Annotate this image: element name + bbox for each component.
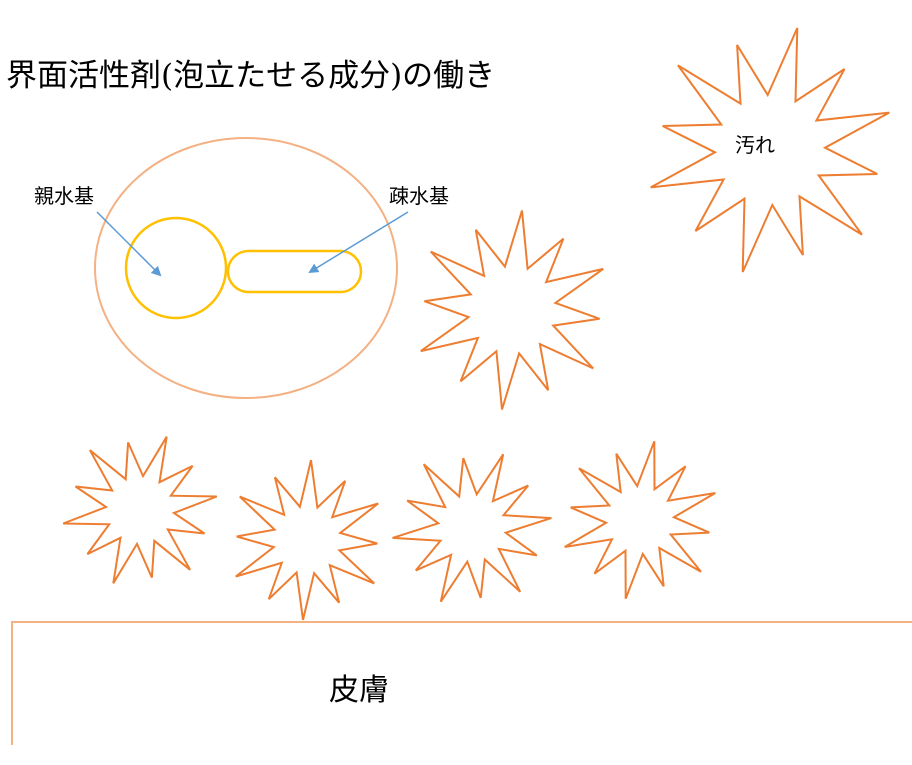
- hydrophilic-label: 親水基: [34, 184, 94, 208]
- hydrophilic-arrow: [96, 211, 162, 277]
- dirt-particles: [62, 27, 890, 621]
- skin-label: 皮膚: [329, 673, 389, 708]
- dirt-starburst: [564, 440, 716, 600]
- surfactant-molecule: [94, 137, 398, 399]
- dirt-starburst: [392, 453, 552, 603]
- dirt-starburst: [62, 436, 218, 584]
- hydrophobic-arrow: [308, 211, 409, 274]
- skin-surface-line: [11, 621, 912, 745]
- dirt-starburst: [235, 459, 379, 621]
- diagram-title: 界面活性剤(泡立たせる成分)の働き: [6, 58, 495, 94]
- hydrophobic-tail: [226, 249, 363, 294]
- dirt-label: 汚れ: [735, 133, 775, 157]
- hydrophobic-label: 疎水基: [389, 184, 449, 208]
- dirt-starburst: [650, 27, 890, 273]
- molecule-outline-ellipse: [94, 137, 398, 399]
- hydrophilic-head: [124, 216, 228, 320]
- dirt-starburst: [420, 210, 604, 410]
